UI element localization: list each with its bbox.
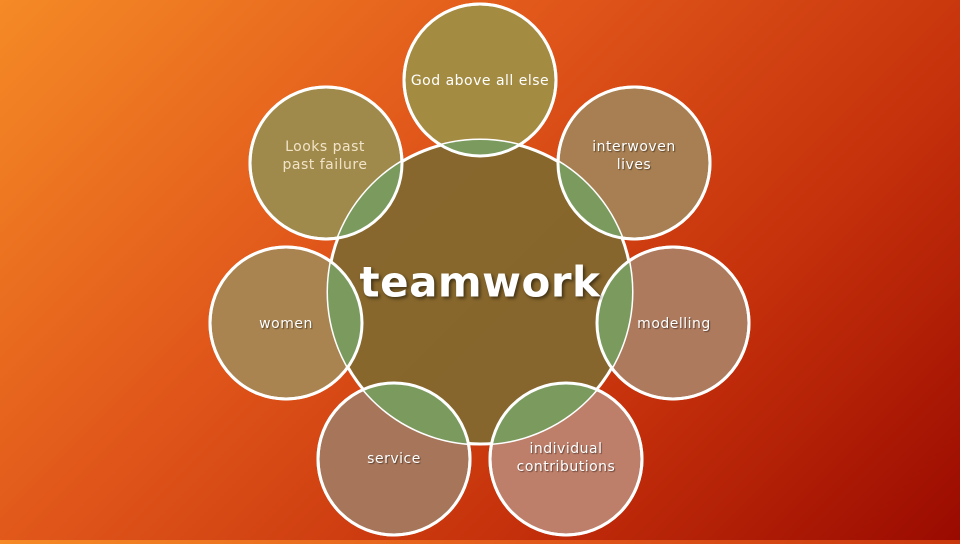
outline-looks-past	[248, 85, 404, 241]
node-label-women: women	[259, 316, 313, 332]
outline-god	[402, 2, 558, 158]
center-label-teamwork: teamwork	[359, 257, 601, 307]
overlap-looks-past	[328, 140, 402, 239]
node-label-looks-past-past-failure: Looks past past failure	[282, 139, 368, 173]
outline-interwoven	[556, 85, 712, 241]
node-label-individual-contributions: individual contributions	[516, 441, 616, 475]
overlap-outlines	[208, 2, 751, 537]
node-label-modelling: modelling	[637, 316, 711, 332]
overlap-interwoven	[558, 140, 632, 239]
outline-modelling	[595, 245, 751, 401]
node-label-god-above-all-else: God above all else	[410, 73, 550, 89]
outline-service	[316, 381, 472, 537]
node-label-interwoven-lives: interwoven lives	[592, 139, 676, 173]
outline-individual	[488, 381, 644, 537]
node-label-service: service	[367, 451, 421, 467]
outline-women	[208, 245, 364, 401]
